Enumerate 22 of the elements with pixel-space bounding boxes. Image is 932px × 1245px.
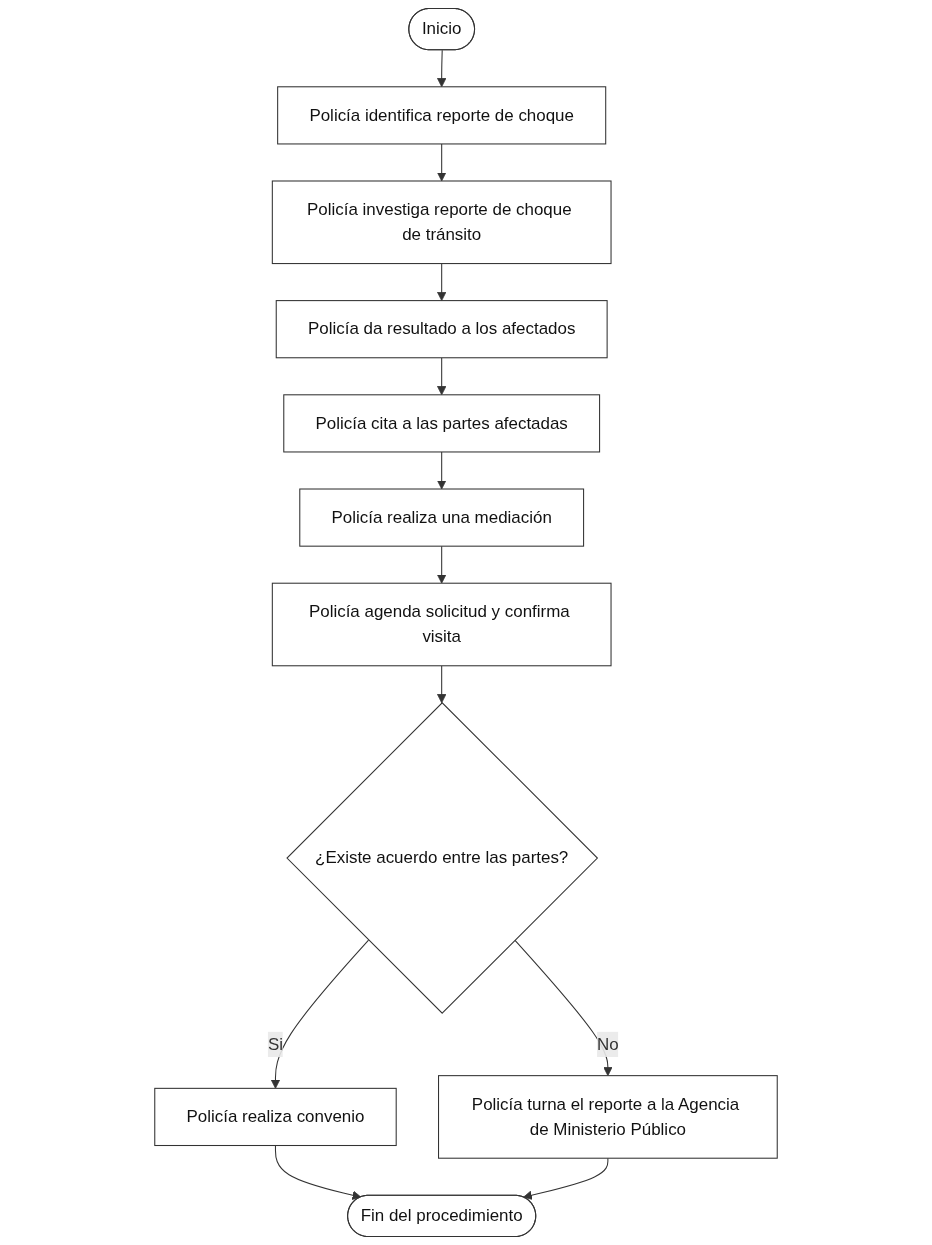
node-box: Policía identifica reporte de choque <box>277 86 607 145</box>
arrow <box>437 545 447 584</box>
node-box: Policía da resultado a los afectados <box>275 300 608 359</box>
arrow <box>274 1144 362 1200</box>
edge-label: No <box>597 1034 619 1053</box>
arrow <box>270 939 370 1089</box>
node-box: Policía cita a las partes afectadas <box>283 394 601 453</box>
arrow <box>514 939 613 1077</box>
arrow <box>437 143 447 182</box>
arrow <box>437 49 447 88</box>
arrow <box>522 1157 609 1200</box>
node-box: Policía turna el reporte a la Agencia de Ministerio Público <box>438 1075 778 1159</box>
node-box: Policía realiza convenio <box>154 1087 397 1147</box>
edge-label: Si <box>267 1034 284 1053</box>
arrow <box>437 263 447 302</box>
node-box: Policía realiza una mediación <box>299 488 585 547</box>
node-box: Policía investiga reporte de choque de tránsito <box>271 180 612 265</box>
node-box: Policía agenda solicitud y confirma visita <box>271 582 612 667</box>
arrow <box>437 357 447 396</box>
node-diamond: ¿Existe acuerdo entre las partes? <box>286 702 599 1014</box>
arrow <box>437 451 447 490</box>
arrow <box>437 665 447 704</box>
